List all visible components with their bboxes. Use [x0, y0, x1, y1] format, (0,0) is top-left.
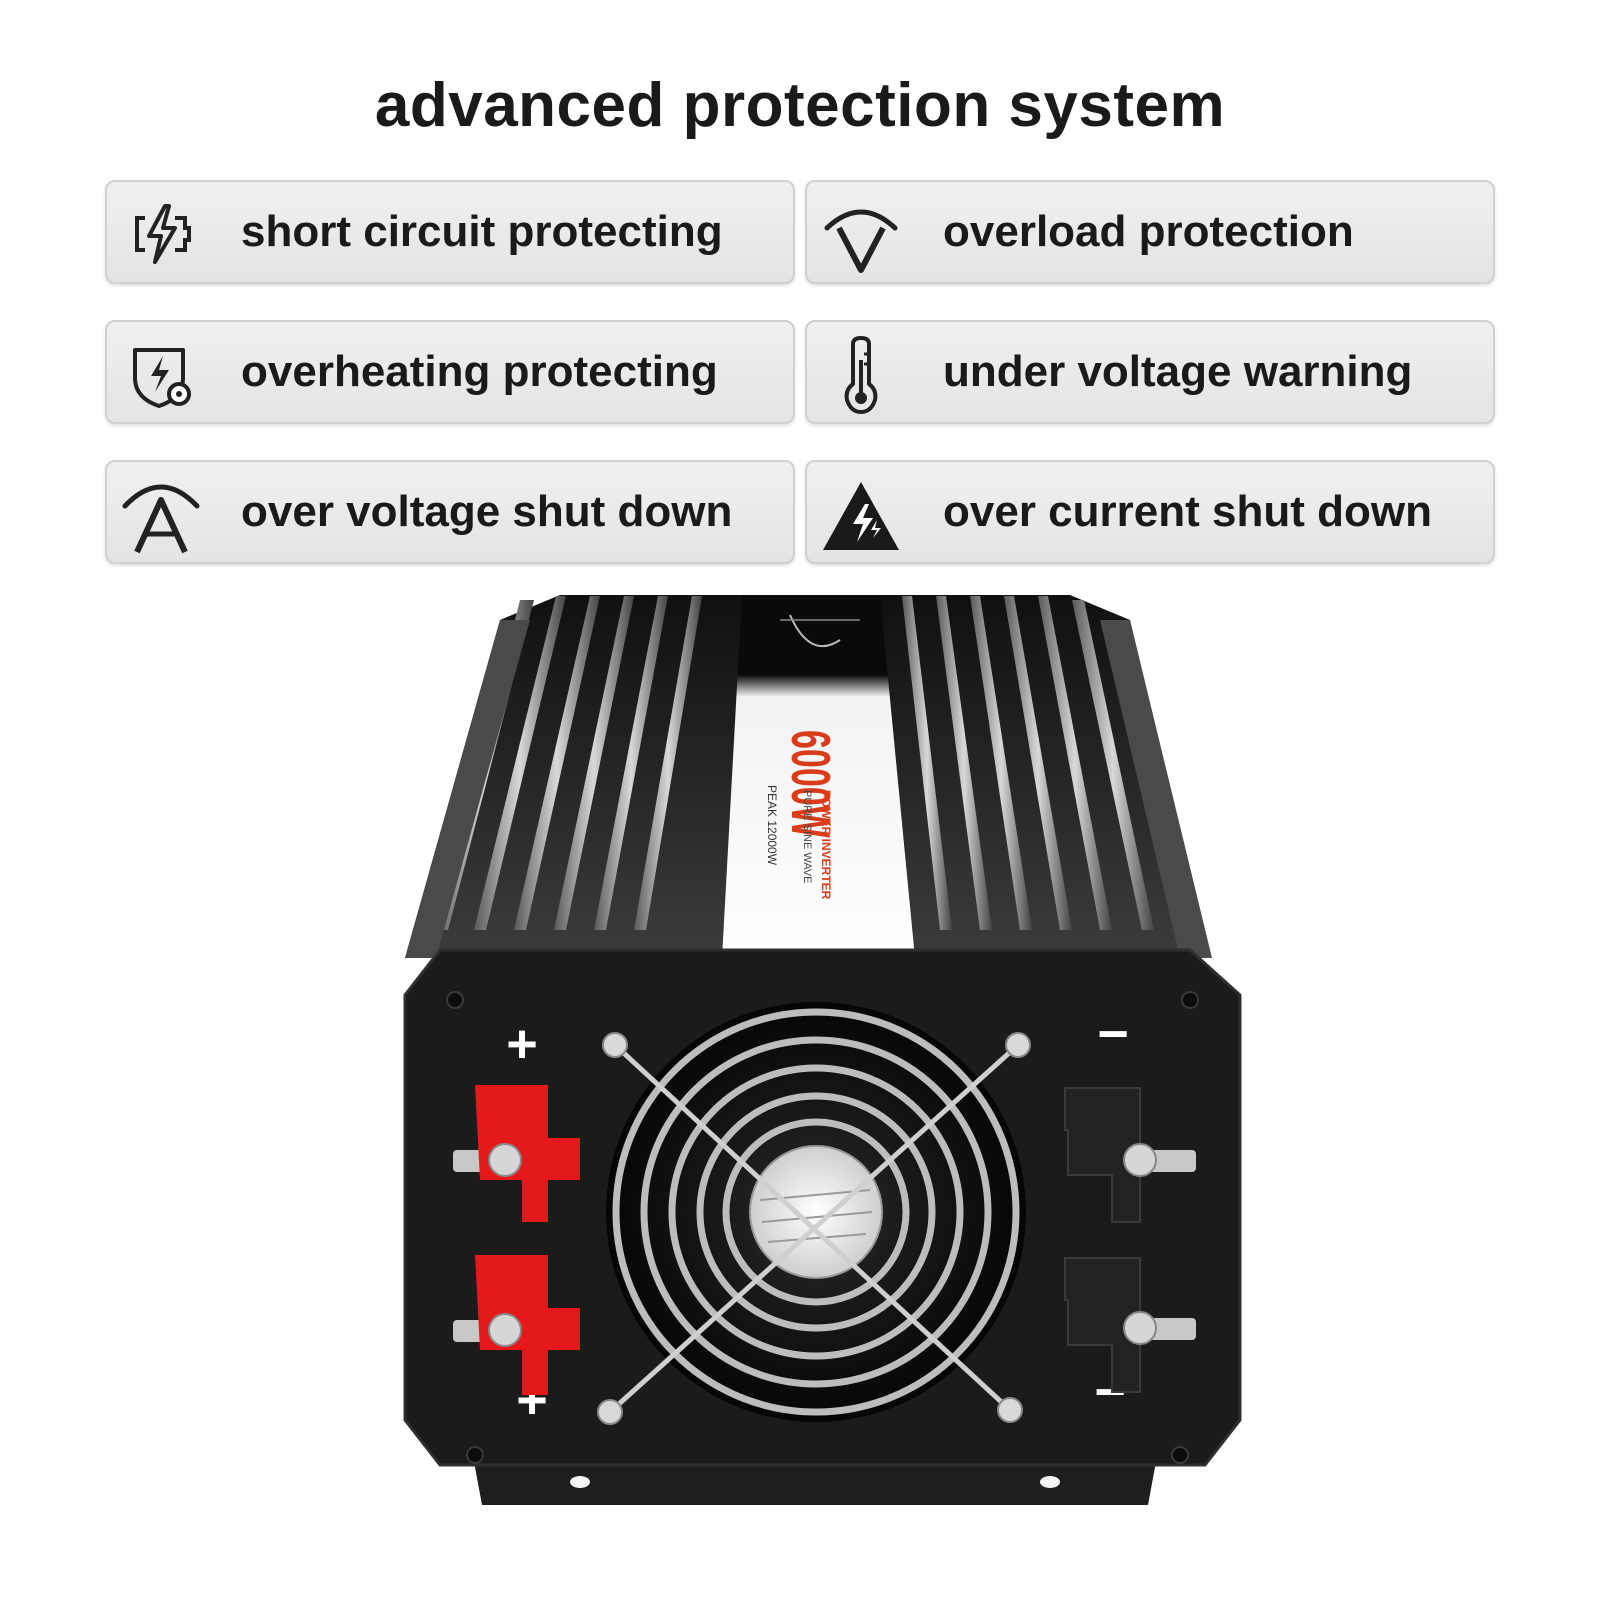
positive-terminal-top: [453, 1085, 580, 1222]
feature-label: over voltage shut down: [241, 487, 733, 536]
page-title: advanced protection system: [374, 71, 1226, 140]
feature-card-overload: overload protection: [805, 180, 1495, 284]
inverter-image: 6000W POWER INVERTER PURE SINE WAVE PEAK…: [403, 595, 1242, 1505]
product-label-panel: [722, 595, 915, 958]
power-rating: 6000W: [780, 730, 841, 838]
positive-terminal-bottom: [453, 1255, 580, 1395]
feature-card-overheating: overheating protecting: [105, 320, 795, 424]
feature-label: overheating protecting: [241, 347, 718, 396]
shield-bolt-icon: [133, 348, 191, 408]
peak-rating: PEAK 12000W: [765, 785, 779, 866]
cooling-fan: [597, 1002, 1031, 1425]
voltage-arc-icon: [122, 484, 200, 554]
overload-gauge-icon: [824, 209, 898, 273]
negative-terminal-bottom: [1064, 1257, 1196, 1393]
feature-card-over-voltage: over voltage shut down: [105, 460, 795, 564]
feature-card-under-voltage: under voltage warning: [805, 320, 1495, 424]
feature-card-short-circuit: short circuit protecting: [105, 180, 795, 284]
thermometer-icon: [844, 336, 878, 414]
feature-label: under voltage warning: [943, 347, 1413, 396]
negative-symbol-top: −: [1097, 1004, 1129, 1064]
model-line-1: POWER INVERTER: [819, 790, 833, 900]
warning-bolt-icon: [823, 482, 899, 550]
feature-card-over-current: over current shut down: [805, 460, 1495, 564]
positive-symbol-top: +: [506, 1014, 538, 1074]
feature-label: over current shut down: [943, 487, 1432, 536]
panel-screws: [446, 991, 1199, 1464]
fan-hub-label: [749, 1145, 883, 1279]
battery-bolt-icon: [135, 204, 191, 264]
model-line-2: PURE SINE WAVE: [801, 790, 813, 884]
heatsink-fins: [405, 596, 1212, 958]
negative-terminal-top: [1064, 1087, 1196, 1223]
feature-label: short circuit protecting: [241, 207, 723, 256]
feature-label: overload protection: [943, 207, 1354, 256]
